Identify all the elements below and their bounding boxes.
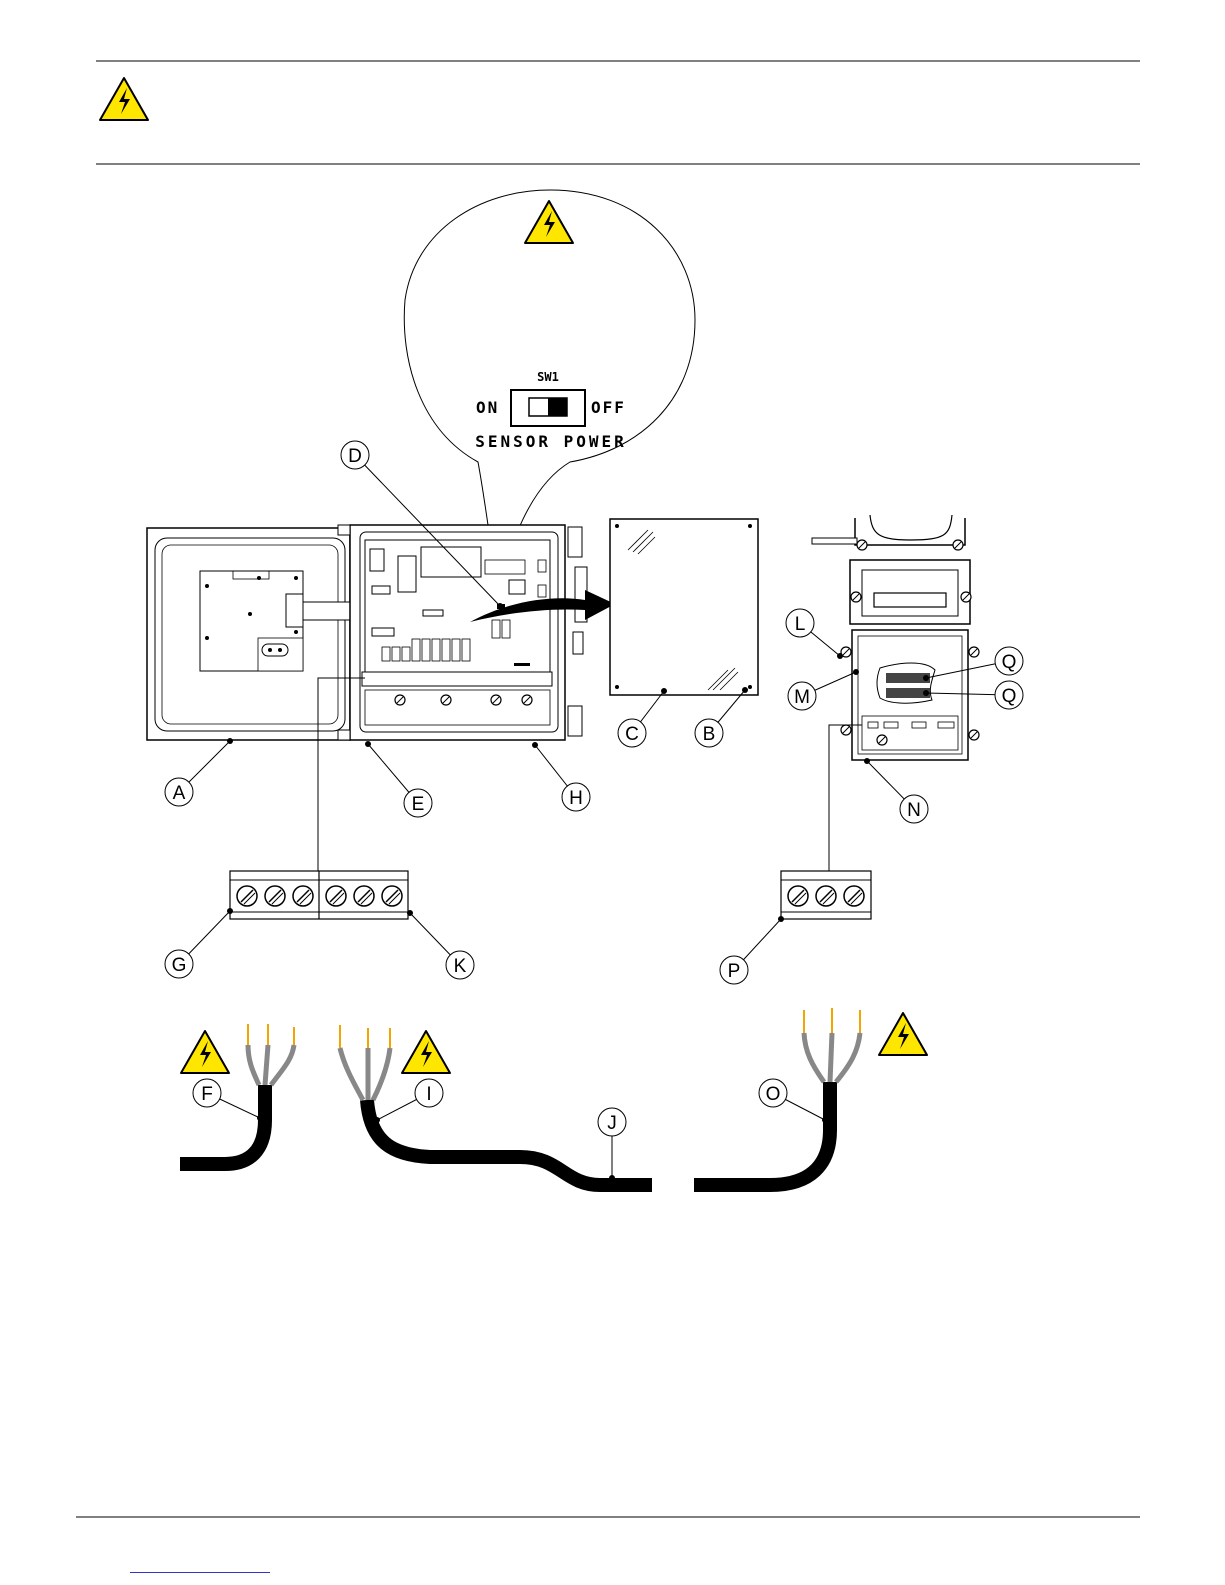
callout-l: L (786, 609, 843, 659)
svg-text:D: D (348, 446, 362, 467)
enclosure-door (147, 528, 373, 740)
callout-n: N (864, 758, 928, 823)
svg-text:N: N (907, 800, 921, 821)
svg-text:B: B (703, 724, 716, 745)
svg-text:E: E (412, 794, 425, 815)
sensor-module (812, 515, 979, 760)
high-voltage-warning-icon (181, 1031, 229, 1073)
switch-on-label: ON (476, 398, 499, 417)
main-enclosure (338, 525, 615, 740)
svg-text:A: A (173, 783, 186, 804)
svg-text:Q: Q (1002, 652, 1017, 673)
callout-g: G (165, 908, 233, 978)
switch-caption: SENSOR POWER (475, 432, 627, 451)
svg-text:Q: Q (1002, 686, 1017, 707)
callout-a: A (165, 738, 233, 806)
svg-text:G: G (172, 955, 187, 976)
switch-off-label: OFF (591, 398, 626, 417)
svg-text:H: H (569, 788, 583, 809)
svg-text:M: M (794, 687, 810, 708)
callout-i: I (374, 1079, 443, 1123)
switch-name: SW1 (537, 370, 559, 384)
callout-c: C (618, 688, 667, 747)
cable-i-j (340, 1025, 652, 1185)
high-voltage-warning-icon (402, 1031, 450, 1073)
callout-b: B (695, 687, 748, 747)
callout-j: J (598, 1108, 626, 1181)
footer-link[interactable] (130, 1572, 270, 1573)
svg-text:K: K (454, 956, 467, 977)
terminal-block-right (781, 871, 871, 919)
callout-o: O (759, 1079, 828, 1123)
svg-text:L: L (795, 614, 806, 635)
svg-text:P: P (728, 961, 741, 982)
high-voltage-warning-icon (100, 78, 148, 120)
svg-text:I: I (426, 1084, 431, 1105)
switch-toggle (548, 398, 567, 416)
svg-text:J: J (607, 1113, 617, 1134)
callout-k: K (407, 910, 474, 979)
svg-text:F: F (201, 1084, 213, 1105)
callout-p: P (720, 916, 784, 984)
callout-f: F (193, 1079, 263, 1121)
svg-text:C: C (625, 724, 639, 745)
callout-m: M (788, 669, 859, 710)
callout-e: E (365, 741, 432, 817)
callout-h: H (532, 742, 590, 811)
enclosure-cover (610, 519, 758, 695)
svg-text:O: O (766, 1084, 781, 1105)
terminal-block-left (230, 871, 408, 919)
high-voltage-warning-icon (879, 1013, 927, 1055)
